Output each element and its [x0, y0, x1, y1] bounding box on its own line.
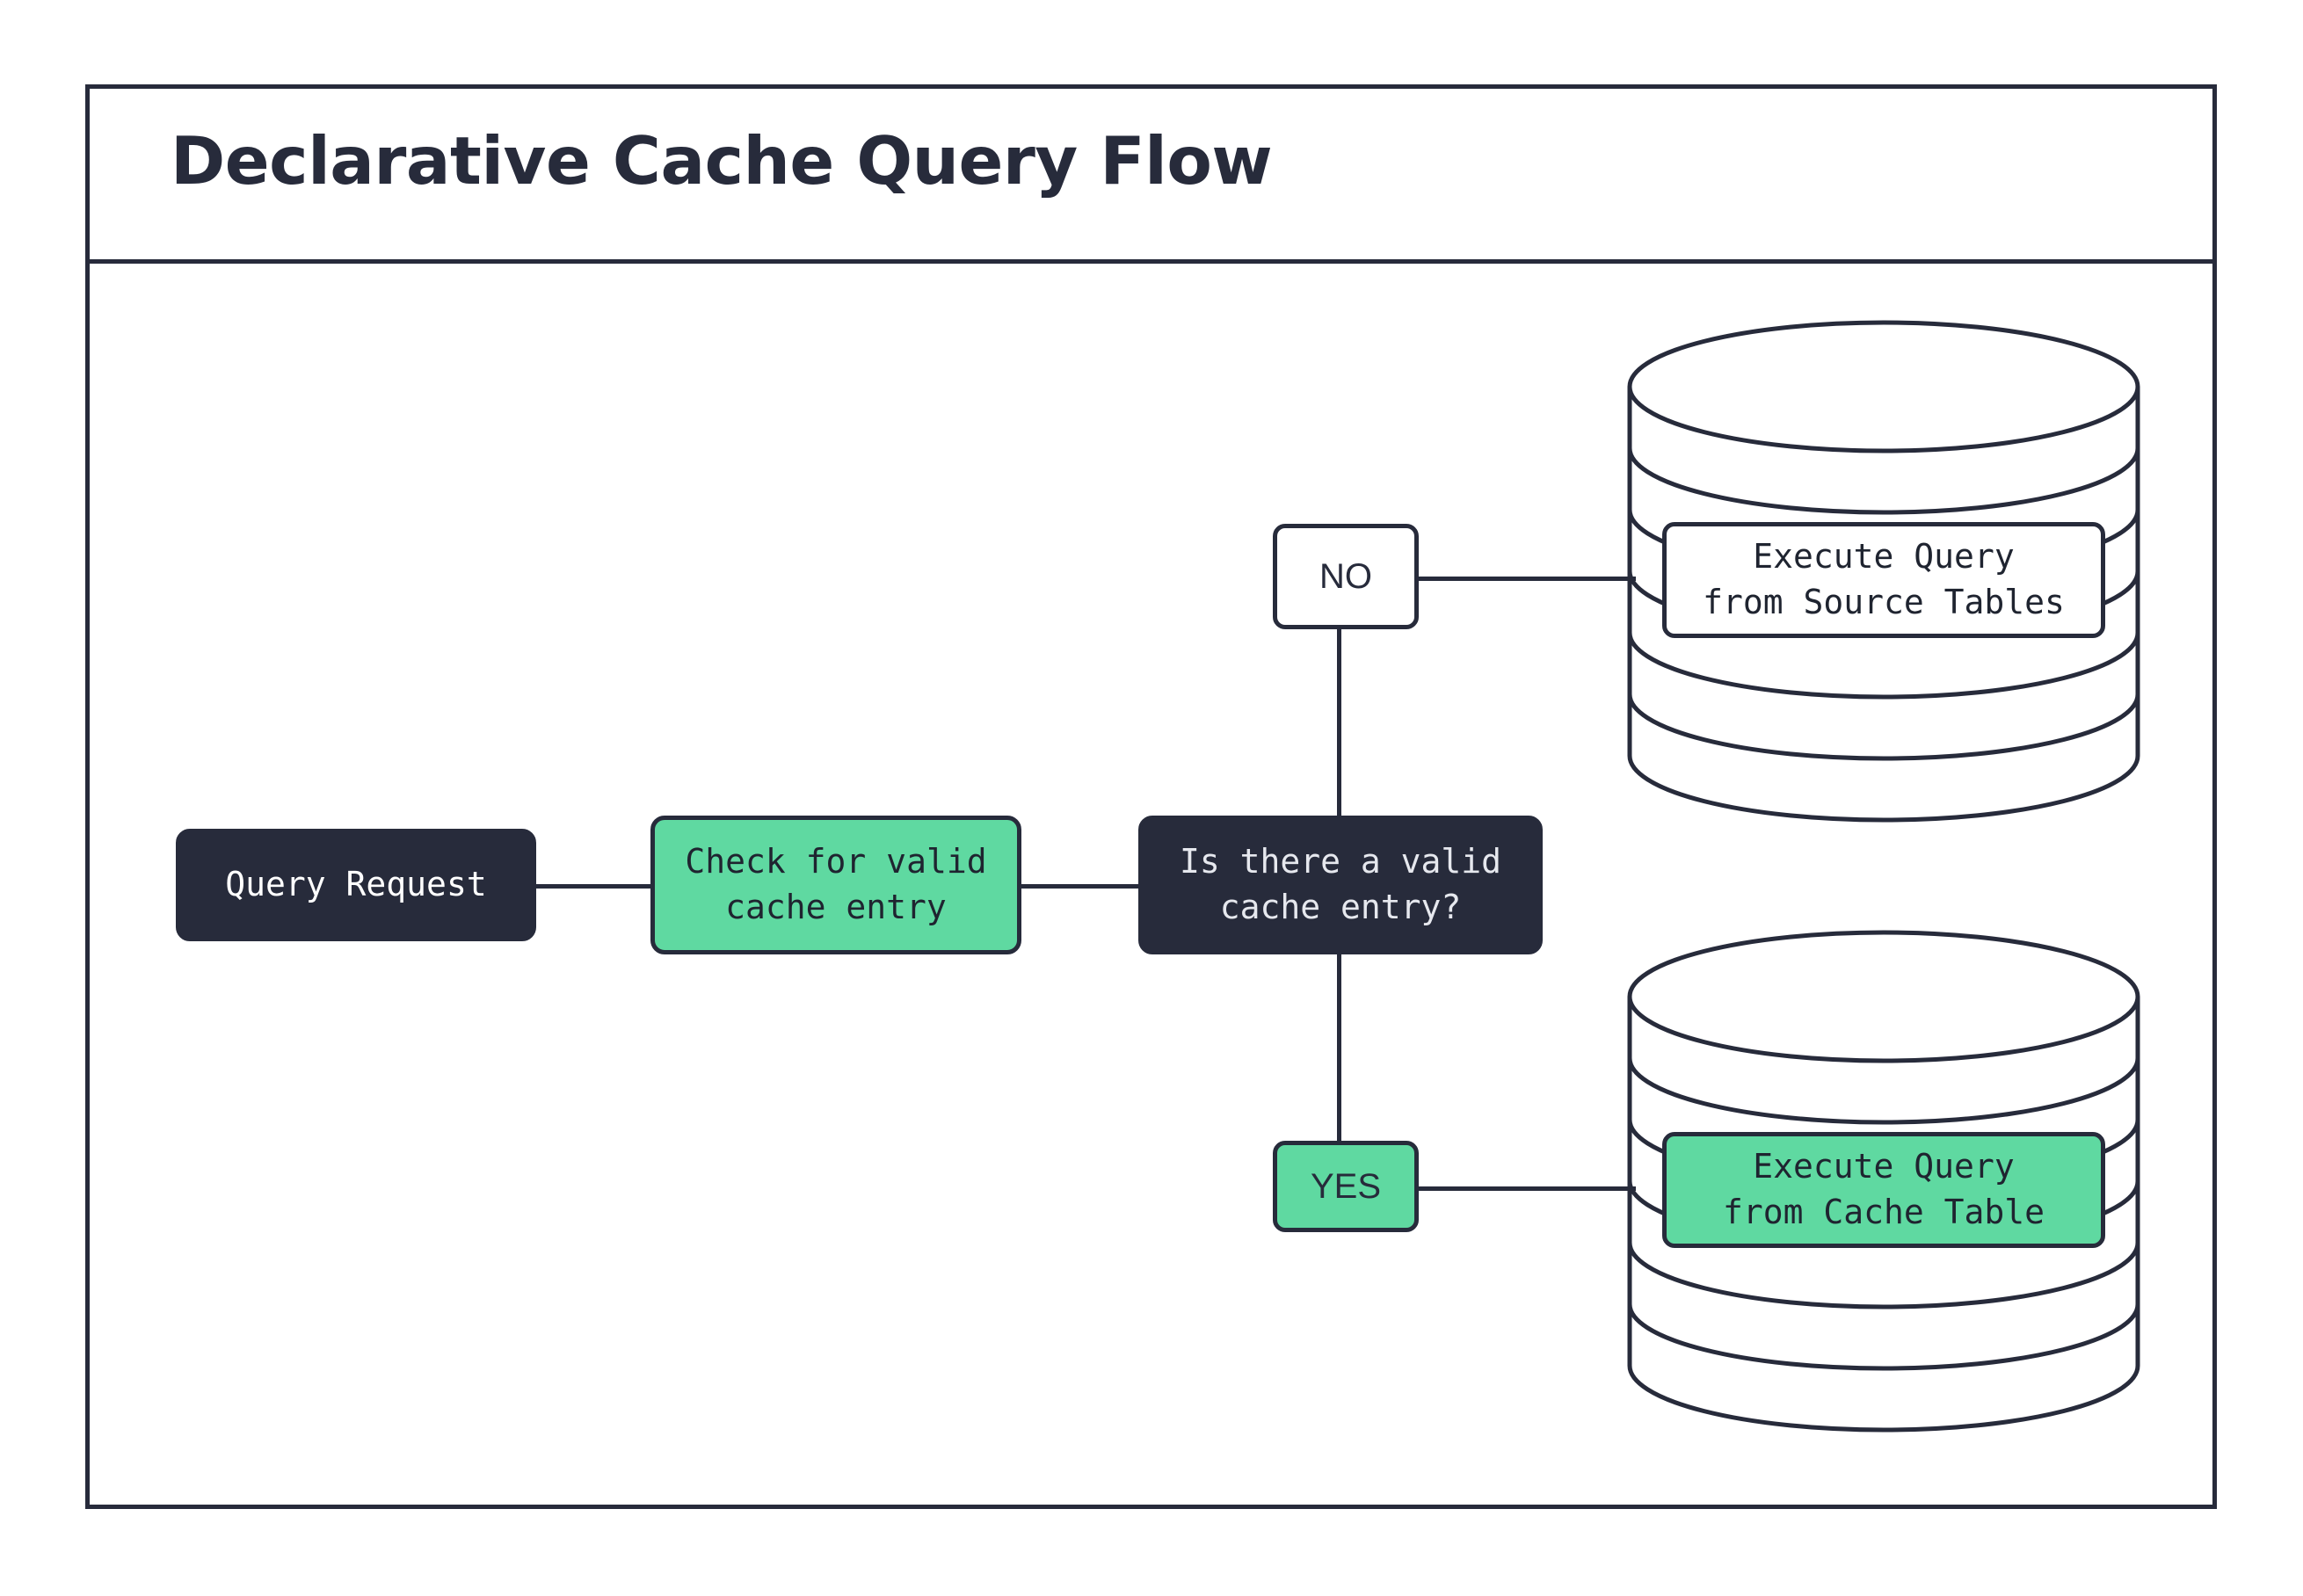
page-title: Declarative Cache Query Flow — [171, 122, 1273, 200]
source-tables-label: Execute Query from Source Tables — [1662, 522, 2105, 638]
title-bar: Declarative Cache Query Flow — [90, 89, 2212, 264]
source-tables-cylinder: Execute Query from Source Tables — [1625, 318, 2142, 824]
cache-table-label: Execute Query from Cache Table — [1662, 1132, 2105, 1248]
edge-decision-to-yes — [1337, 949, 1341, 1144]
edge-check-to-decision — [1018, 884, 1141, 889]
source-tables-cylinder-shape — [1627, 320, 2140, 823]
cache-table-cylinder: Execute Query from Cache Table — [1625, 928, 2142, 1434]
node-query-request[interactable]: Query Request — [176, 829, 536, 941]
edge-label-yes[interactable]: YES — [1273, 1141, 1419, 1232]
cache-table-cylinder-shape — [1627, 930, 2140, 1433]
edge-decision-to-no — [1337, 606, 1341, 833]
node-decision-valid-cache-entry[interactable]: Is there a valid cache entry? — [1138, 816, 1543, 954]
edge-label-no[interactable]: NO — [1273, 524, 1419, 629]
node-check-cache-entry[interactable]: Check for valid cache entry — [650, 816, 1021, 954]
edge-start-to-check — [533, 884, 650, 889]
edge-no-to-source-db — [1418, 577, 1636, 581]
edge-yes-to-cache-db — [1418, 1186, 1636, 1191]
